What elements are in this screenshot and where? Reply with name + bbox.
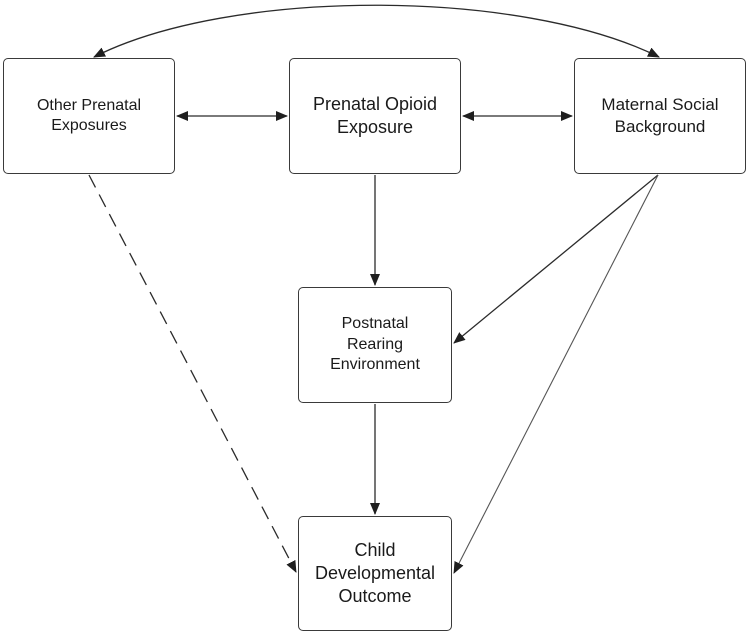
- edge-maternal-child: [453, 174, 659, 574]
- node-label-line: Prenatal Opioid: [312, 93, 438, 114]
- node-label-line: Exposures: [51, 117, 127, 134]
- node-label-line: Maternal Social: [601, 95, 719, 115]
- node-label-line: Environment: [330, 356, 420, 374]
- node-other-prenatal-exposures: Other Prenatal Exposures: [3, 58, 175, 174]
- node-label-line: Exposure: [336, 117, 414, 137]
- node-postnatal-rearing-environment: Postnatal Rearing Environment: [298, 287, 452, 403]
- node-label-line: Other Prenatal: [36, 96, 142, 114]
- node-label-line: Developmental: [314, 562, 436, 583]
- edge-maternal-other-curve: [93, 4, 660, 58]
- node-prenatal-opioid-exposure: Prenatal Opioid Exposure: [289, 58, 461, 174]
- node-label-line: Outcome: [338, 586, 412, 607]
- node-child-developmental-outcome: Child Developmental Outcome: [298, 516, 452, 631]
- edge-maternal-postnatal: [453, 174, 659, 344]
- edge-other-child-dashed: [88, 174, 297, 573]
- node-label-line: Child: [354, 539, 396, 560]
- node-label-line: Postnatal: [341, 315, 409, 333]
- node-label-line: Background: [614, 117, 706, 136]
- node-maternal-social-background: Maternal Social Background: [574, 58, 746, 174]
- node-label-line: Rearing: [346, 335, 403, 353]
